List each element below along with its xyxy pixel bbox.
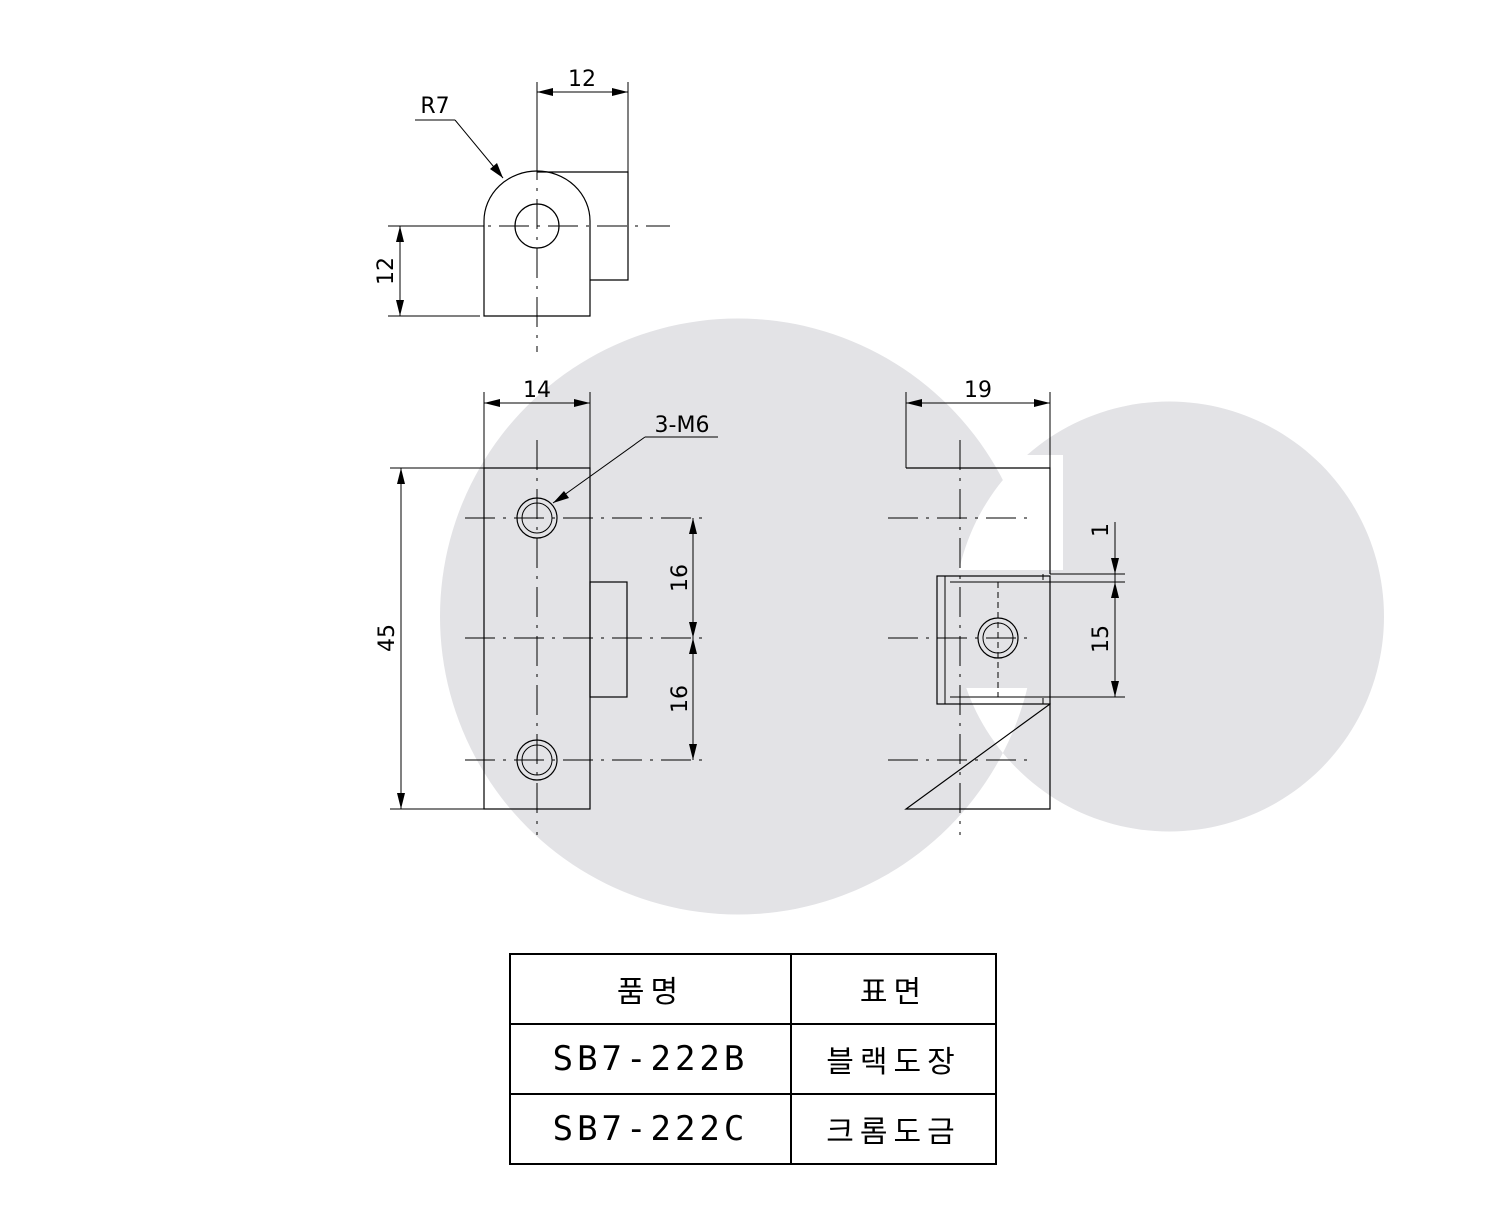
dim-radius: R7 <box>420 94 449 119</box>
dim-top-width: 12 <box>568 67 596 92</box>
table-row: SB7-222B 블랙도장 <box>509 1023 997 1095</box>
header-product-name: 품명 <box>509 953 792 1025</box>
table-row: SB7-222C 크롬도금 <box>509 1093 997 1165</box>
front-view: 14 3-M6 45 16 16 <box>375 378 718 835</box>
spec-table: 품명 표면 SB7-222B 블랙도장 SB7-222C 크롬도금 <box>509 953 997 1165</box>
dim-pitch-upper: 16 <box>668 564 693 592</box>
dim-front-width: 14 <box>523 378 551 403</box>
dim-top-height: 12 <box>374 257 399 285</box>
header-surface: 표면 <box>790 953 997 1025</box>
dim-front-height: 45 <box>375 624 400 652</box>
dim-slot-offset: 1 <box>1089 523 1114 537</box>
dim-pitch-lower: 16 <box>668 685 693 713</box>
product-code: SB7-222C <box>509 1093 792 1165</box>
surface-finish: 크롬도금 <box>790 1093 997 1165</box>
product-code: SB7-222B <box>509 1023 792 1095</box>
watermark-logo <box>440 318 1384 915</box>
hole-callout: 3-M6 <box>655 413 710 438</box>
top-view: 12 R7 12 <box>374 67 670 352</box>
dim-slot-height: 15 <box>1089 625 1114 653</box>
table-header-row: 품명 표면 <box>509 953 997 1025</box>
dim-side-width: 19 <box>964 378 992 403</box>
side-view: 19 1 15 <box>888 378 1125 835</box>
surface-finish: 블랙도장 <box>790 1023 997 1095</box>
